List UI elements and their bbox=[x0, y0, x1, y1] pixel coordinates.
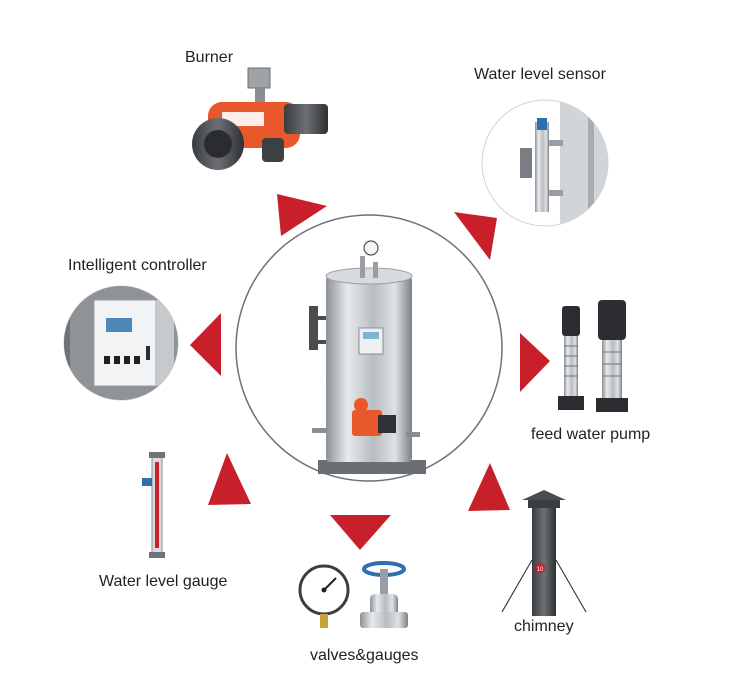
pump-right-icon bbox=[596, 300, 628, 412]
arrow-to-burner bbox=[277, 194, 327, 236]
label-burner: Burner bbox=[185, 49, 234, 66]
arrows bbox=[190, 194, 550, 550]
arrow-to-chimney bbox=[468, 463, 510, 511]
arrow-to-sensor bbox=[454, 212, 497, 260]
arrow-to-pump bbox=[520, 333, 550, 392]
chimney-stack-icon bbox=[532, 508, 556, 616]
central-boiler bbox=[235, 214, 503, 482]
gate-valve-icon bbox=[360, 561, 408, 628]
gauge-indicator-icon bbox=[142, 478, 152, 486]
label-chimney: chimney bbox=[514, 618, 574, 635]
arrow-to-level-gauge bbox=[208, 453, 251, 505]
label-valves-gauges: valves&gauges bbox=[310, 647, 419, 664]
sensor-column-icon bbox=[535, 122, 549, 212]
controller-cabinet-icon bbox=[93, 299, 157, 387]
boiler-burner-icon bbox=[352, 410, 382, 436]
label-intelligent-controller: Intelligent controller bbox=[68, 257, 207, 274]
arrow-to-valves bbox=[330, 515, 391, 550]
chimney-tag: 10 bbox=[537, 567, 544, 573]
burner-component bbox=[192, 67, 328, 170]
chimney-component: 10 bbox=[501, 490, 587, 616]
label-feed-water-pump: feed water pump bbox=[531, 426, 651, 443]
pump-left-icon bbox=[558, 306, 584, 410]
pressure-gauge-dial-icon bbox=[298, 564, 350, 628]
feed-water-pump-component bbox=[558, 300, 628, 412]
label-water-level-sensor: Water level sensor bbox=[474, 66, 606, 83]
pressure-gauge-icon bbox=[363, 240, 379, 256]
intelligent-controller-component bbox=[63, 285, 179, 401]
arrow-to-controller bbox=[190, 313, 221, 376]
label-water-level-gauge: Water level gauge bbox=[99, 573, 228, 590]
water-level-gauge-component bbox=[142, 452, 165, 558]
water-level-sensor-component bbox=[481, 99, 609, 227]
valves-gauges-component bbox=[298, 561, 408, 628]
boiler-base bbox=[318, 460, 426, 474]
